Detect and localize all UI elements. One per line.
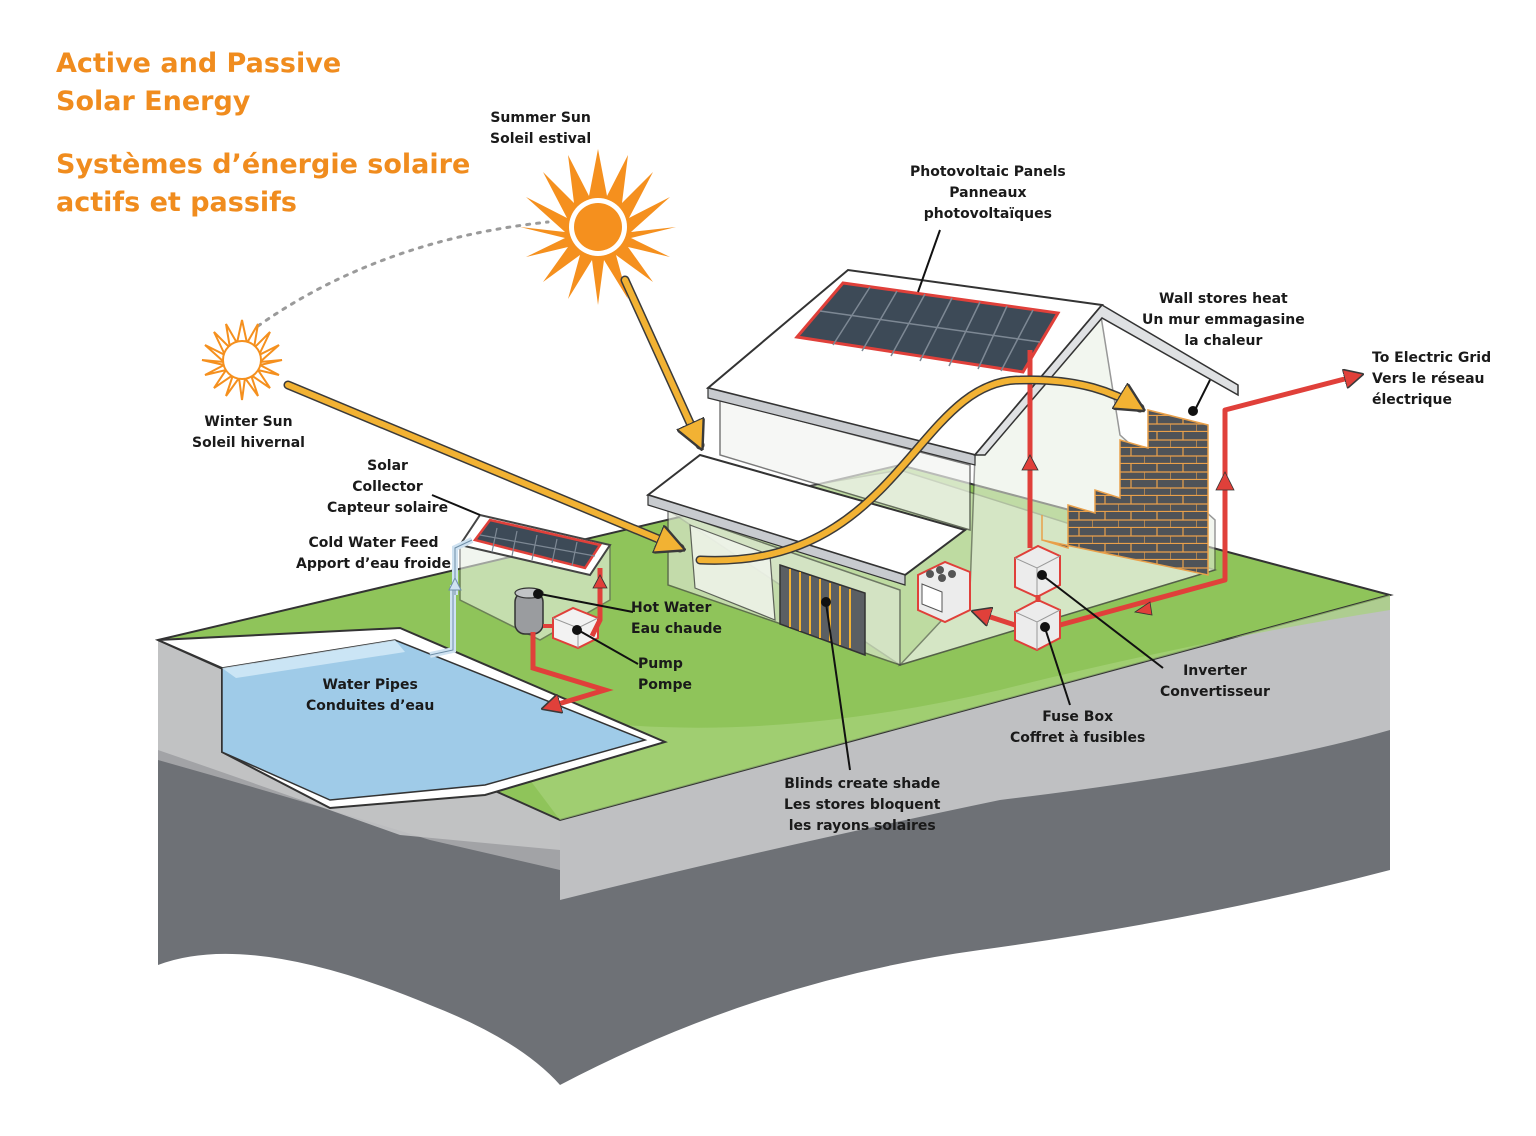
sun-path-arc — [256, 220, 550, 328]
collector-panel — [472, 518, 603, 570]
window-blinds — [779, 563, 866, 657]
title-en: Active and Passive Solar Energy — [56, 45, 341, 121]
label-water-pipes: Water Pipes Conduites d’eau — [306, 677, 435, 714]
roof-gable — [973, 304, 1239, 456]
summer-sun-ray — [622, 277, 700, 445]
label-solar-collector: Solar Collector Capteur solaire — [327, 458, 449, 516]
ground-side-face-soil — [560, 595, 1390, 900]
thermal-wall — [1041, 409, 1209, 576]
leader-lines — [431, 229, 1211, 771]
house-side-wall — [897, 308, 1216, 667]
title-fr-line1: Systèmes d’énergie solaire — [56, 149, 471, 180]
label-inverter: Inverter Convertisseur — [1160, 663, 1270, 700]
inverter-box — [1014, 544, 1061, 599]
fuse-box — [1014, 598, 1061, 652]
winter-sun-icon — [201, 319, 283, 401]
title-fr: Systèmes d’énergie solaire actifs et pas… — [56, 146, 470, 222]
winter-sun-ray — [285, 382, 680, 548]
title-en-line1: Active and Passive — [56, 48, 342, 79]
label-fuse-box: Fuse Box Coffret à fusibles — [1010, 709, 1146, 746]
title-fr-line2: actifs et passifs — [56, 187, 297, 218]
label-summer-sun: Summer Sun Soleil estival — [490, 110, 592, 147]
grass-highlight — [470, 595, 1390, 820]
title-en-line2: Solar Energy — [56, 86, 251, 117]
label-wall-stores-heat: Wall stores heat Un mur emmagasine la ch… — [1142, 291, 1305, 349]
house — [645, 268, 1239, 667]
photovoltaic-panels — [794, 281, 1061, 374]
heat-flow-ray — [697, 376, 1140, 564]
label-pv-panels: Photovoltaic Panels Panneaux photovoltaï… — [910, 164, 1066, 222]
label-cold-water-feed: Cold Water Feed Apport d’eau froide — [296, 535, 452, 572]
label-pump: Pump Pompe — [638, 656, 692, 693]
label-blinds: Blinds create shade Les stores bloquent … — [784, 776, 941, 834]
sun-ray-arrows — [283, 275, 1140, 565]
heat-pump-unit — [917, 560, 971, 624]
swimming-pool — [157, 626, 668, 810]
label-hot-water: Hot Water Eau chaude — [631, 600, 723, 637]
label-winter-sun: Winter Sun Soleil hivernal — [192, 414, 305, 451]
summer-sun-icon — [520, 149, 676, 305]
water-pipes-to-pool — [530, 632, 614, 708]
label-electric-grid: To Electric Grid Vers le réseau électriq… — [1372, 350, 1492, 408]
wire-to-grid — [1059, 375, 1360, 628]
cold-water-arrow — [448, 576, 462, 591]
